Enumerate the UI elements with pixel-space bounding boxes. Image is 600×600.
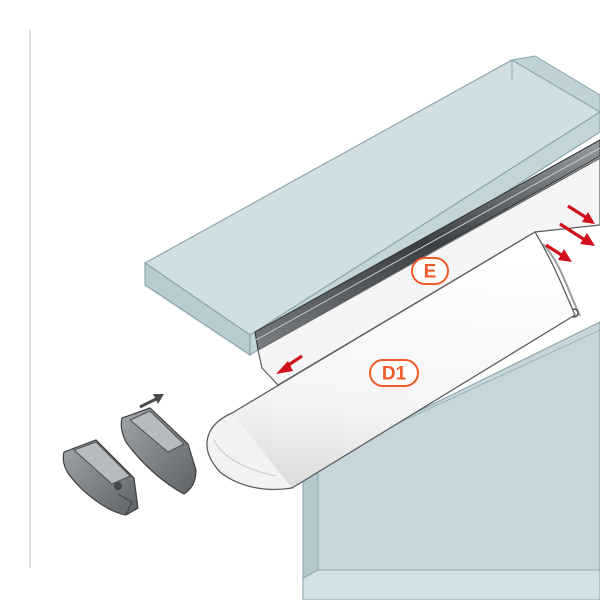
end-cap-back [120,407,197,495]
red-arrow-icon [545,243,572,262]
push-arrow-icon [139,394,164,409]
label-d1-text: D1 [382,364,407,385]
end-cap-front [62,439,139,516]
label-d1: D1 [369,359,419,387]
vertical-glass-panel [302,321,600,600]
red-arrows-right [545,204,595,262]
mounting-rail [254,139,600,351]
red-arrow-icon [559,222,595,246]
red-arrow-icon [276,354,303,374]
label-e: E [411,257,449,285]
label-e-text: E [424,262,437,283]
red-arrow-icon [567,204,595,224]
